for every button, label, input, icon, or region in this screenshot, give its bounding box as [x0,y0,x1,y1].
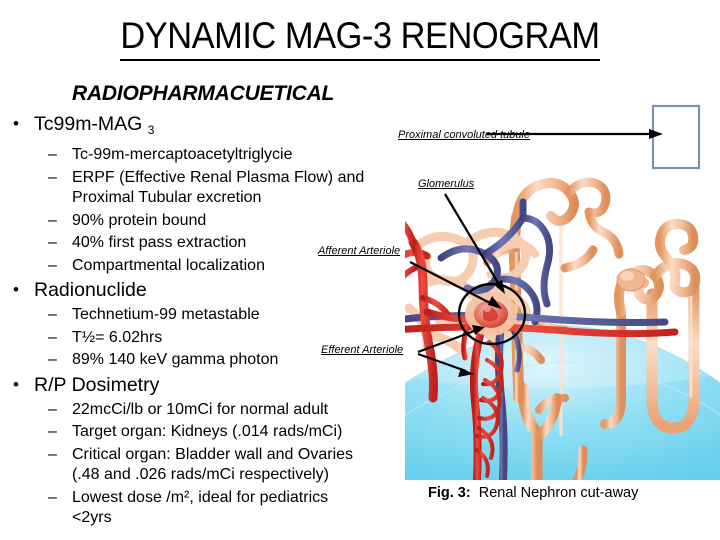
bullet-level2: Technetium-99 metastable [0,305,400,326]
figure-caption: Fig. 3: Renal Nephron cut-away [428,485,638,501]
page-title: DYNAMIC MAG-3 RENOGRAM [25,14,695,61]
bullet-level2-line: (.48 and .026 rads/mCi respectively) [72,466,329,483]
bullet-level2: ERPF (Effective Renal Plasma Flow) andPr… [0,168,400,209]
label-proximal-convoluted-tubule: Proximal convoluted tubule [398,129,531,141]
bullet-level2-line: 89% 140 keV gamma photon [72,351,279,368]
bullet-list: Tc99m-MAG 3Tc-99m-mercaptoacetyltriglyci… [0,110,400,529]
proximal-convoluted-tubule [614,219,701,319]
arrow-proximal-convoluted-tubule [487,129,663,139]
bullet-level2: Lowest dose /m², ideal for pediatrics <2y… [0,488,400,529]
bullet-level2: Compartmental localization [0,256,400,277]
bullet-level2: 90% protein bound [0,211,400,232]
label-glomerulus: Glomerulus [418,178,475,190]
bullet-level2-line: 22mcCi/lb or 10mCi for normal adult [72,400,329,418]
bullet-level1-subscript: 3 [147,123,155,137]
bullet-level2: Tc-99m-mercaptoacetyltriglycie [0,145,400,166]
bullet-level1-label: R/P Dosimetry [34,373,160,396]
bullet-level1: Tc99m-MAG 3 [0,111,400,143]
bullet-level2-line: <2yrs [72,509,112,526]
figure-caption-label: Fig. 3: [428,485,471,501]
bullet-level2-line: ERPF (Effective Renal Plasma Flow) and [72,168,365,186]
nephron-diagram [405,98,720,480]
bullet-level1-label: Radionuclide [34,279,147,301]
bullet-level2: Critical organ: Bladder wall and Ovaries… [0,445,400,486]
label-efferent-arteriole: Efferent Arteriole [321,344,404,356]
bullet-level2-line: 40% first pass extraction [72,234,247,251]
bullet-level2: Target organ: Kidneys (.014 rads/mCi) [0,422,400,443]
bullet-level2-line: T½= 6.02hrs [72,328,163,346]
bullet-level2-line: Target organ: Kidneys (.014 rads/mCi) [72,423,343,440]
bullet-level2-line: Critical organ: Bladder wall and Ovaries [72,445,354,463]
label-afferent-arteriole: Afferent Arteriole [318,245,401,257]
bullet-level2-line: Tc-99m-mercaptoacetyltriglycie [72,146,293,163]
bullet-level2-line: Proximal Tubular excretion [72,189,262,206]
bullet-level2: T½= 6.02hrs [0,328,400,349]
section-subheading: RADIOPHARMACUETICAL [72,82,335,105]
bullet-level2-line: Compartmental localization [72,256,265,274]
bullet-level2-line: Technetium-99 metastable [72,306,260,323]
glomerulus-structure [465,292,517,336]
bullet-level2: 40% first pass extraction [0,233,400,254]
bullet-level2-line: Lowest dose /m², ideal for pediatrics [72,488,329,506]
bullet-level1: Radionuclide [0,277,400,303]
bullet-level2: 89% 140 keV gamma photon [0,350,400,371]
bullet-level1-label: Tc99m-MAG [34,113,143,135]
bullet-level2: 22mcCi/lb or 10mCi for normal adult [0,400,400,421]
page-title-text: DYNAMIC MAG-3 RENOGRAM [120,15,600,61]
bullet-level1: R/P Dosimetry [0,372,400,398]
bullet-level2-line: 90% protein bound [72,211,207,229]
nephron-figure [405,98,720,480]
figure-caption-text: Renal Nephron cut-away [478,485,639,501]
